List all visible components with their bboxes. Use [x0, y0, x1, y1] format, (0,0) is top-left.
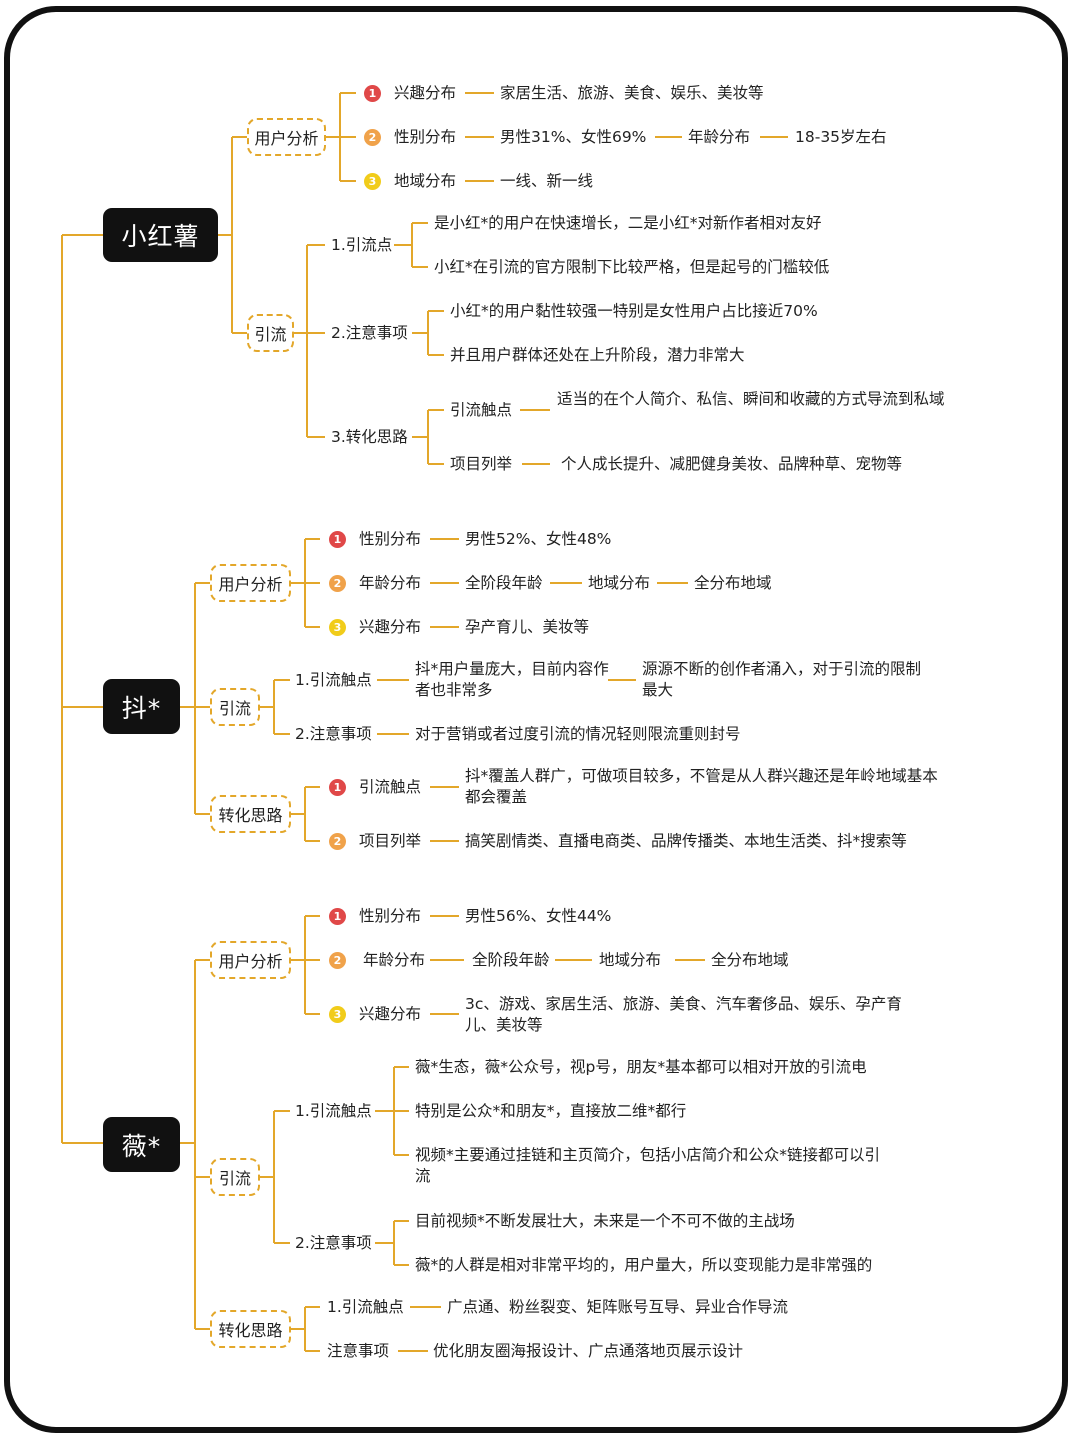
category-traffic: 引流: [210, 1158, 260, 1196]
node-label: 引流触点: [359, 778, 422, 796]
node-value: 薇*生态，薇*公众号，视p号，朋友*基本都可以相对开放的引流电: [415, 1058, 867, 1076]
badge-2-icon: 2: [329, 833, 346, 850]
node-value: 适当的在个人简介、私信、瞬间和收藏的方式导流到私域: [557, 390, 945, 408]
badge-2-icon: 2: [364, 129, 381, 146]
node-value: 视频*主要通过挂链和主页简介，包括小店简介和公众*链接都可以引流: [415, 1146, 881, 1185]
node-value: 薇*的人群是相对非常平均的，用户量大，所以变现能力是非常强的: [415, 1256, 873, 1274]
badge-1-icon: 1: [364, 85, 381, 102]
badge-2-icon: 2: [329, 575, 346, 592]
node-label: 年龄分布: [359, 574, 422, 592]
node-value: 全阶段年龄: [465, 574, 543, 592]
node-value: 全阶段年龄: [472, 951, 550, 969]
node-value: 抖*用户量庞大，目前内容作者也非常多: [415, 660, 609, 699]
badge-1-icon: 1: [329, 531, 346, 548]
node-label: 项目列举: [450, 455, 513, 473]
badge-1-icon: 1: [329, 779, 346, 796]
root-node-weixin: 薇*: [103, 1117, 180, 1172]
node-label: 地域分布: [588, 574, 651, 592]
node-label: 项目列举: [359, 832, 422, 850]
category-user-analysis: 用户分析: [247, 118, 326, 156]
category-user-analysis: 用户分析: [210, 941, 291, 979]
node-label: 地域分布: [599, 951, 662, 969]
node-label: 2.注意事项: [295, 1234, 372, 1252]
badge-1-icon: 1: [329, 908, 346, 925]
node-value: 目前视频*不断发展壮大，未来是一个不可不做的主战场: [415, 1212, 795, 1230]
node-label: 年龄分布: [363, 951, 426, 969]
category-user-analysis: 用户分析: [210, 564, 291, 602]
badge-3-icon: 3: [364, 173, 381, 190]
node-label: 1.引流触点: [295, 671, 372, 689]
node-value: 特别是公众*和朋友*，直接放二维*都行: [415, 1102, 687, 1120]
node-value: 孕产育儿、美妆等: [465, 618, 590, 636]
node-value: 男性56%、女性44%: [465, 907, 612, 925]
node-label: 年龄分布: [688, 128, 751, 146]
node-value: 全分布地域: [694, 574, 772, 592]
badge-3-icon: 3: [329, 619, 346, 636]
node-value: 一线、新一线: [500, 172, 594, 190]
node-value: 全分布地域: [711, 951, 789, 969]
node-value: 小红*在引流的官方限制下比较严格，但是起号的门槛较低: [434, 258, 830, 276]
node-value: 优化朋友圈海报设计、广点通落地页展示设计: [433, 1342, 744, 1360]
node-value: 是小红*的用户在快速增长，二是小红*对新作者相对友好: [434, 214, 822, 232]
node-value: 3c、游戏、家居生活、旅游、美食、汽车奢侈品、娱乐、孕产育儿、美妆等: [465, 995, 902, 1034]
node-label: 性别分布: [359, 530, 422, 548]
badge-2-icon: 2: [329, 952, 346, 969]
node-label: 兴趣分布: [359, 1005, 422, 1023]
node-value: 并且用户群体还处在上升阶段，潜力非常大: [450, 346, 745, 364]
root-node-douyin: 抖*: [103, 679, 180, 734]
node-value: 对于营销或者过度引流的情况轻则限流重则封号: [415, 725, 741, 743]
root-node-xiaohongshu: 小红薯: [103, 208, 218, 262]
node-label: 1.引流触点: [327, 1298, 404, 1316]
category-conversion: 转化思路: [210, 1310, 291, 1348]
node-label: 地域分布: [394, 172, 457, 190]
node-label: 兴趣分布: [394, 84, 457, 102]
node-value: 源源不断的创作者涌入，对于引流的限制最大: [642, 660, 922, 699]
node-value: 小红*的用户黏性较强一特别是女性用户占比接近70%: [450, 302, 818, 320]
category-traffic: 引流: [247, 314, 294, 352]
node-label: 兴趣分布: [359, 618, 422, 636]
node-label: 2.注意事项: [331, 324, 408, 342]
node-value: 抖*覆盖人群广，可做项目较多，不管是从人群兴趣还是年岭地域基本都会覆盖: [465, 767, 938, 806]
node-label: 性别分布: [359, 907, 422, 925]
node-label: 注意事项: [327, 1342, 390, 1360]
node-value: 男性31%、女性69%: [500, 128, 647, 146]
node-value: 个人成长提升、减肥健身美妆、品牌种草、宠物等: [561, 455, 903, 473]
category-traffic: 引流: [210, 688, 260, 726]
node-label: 性别分布: [394, 128, 457, 146]
node-label: 2.注意事项: [295, 725, 372, 743]
node-value: 男性52%、女性48%: [465, 530, 612, 548]
node-value: 搞笑剧情类、直播电商类、品牌传播类、本地生活类、抖*搜索等: [465, 832, 907, 850]
category-conversion: 转化思路: [210, 795, 291, 833]
node-value: 家居生活、旅游、美食、娱乐、美妆等: [500, 84, 764, 102]
badge-3-icon: 3: [329, 1006, 346, 1023]
node-label: 引流触点: [450, 401, 513, 419]
node-label: 3.转化思路: [331, 428, 408, 446]
node-label: 1.引流点: [331, 236, 393, 254]
node-label: 1.引流触点: [295, 1102, 372, 1120]
node-value: 广点通、粉丝裂变、矩阵账号互导、异业合作导流: [447, 1298, 789, 1316]
node-value: 18-35岁左右: [795, 128, 887, 146]
